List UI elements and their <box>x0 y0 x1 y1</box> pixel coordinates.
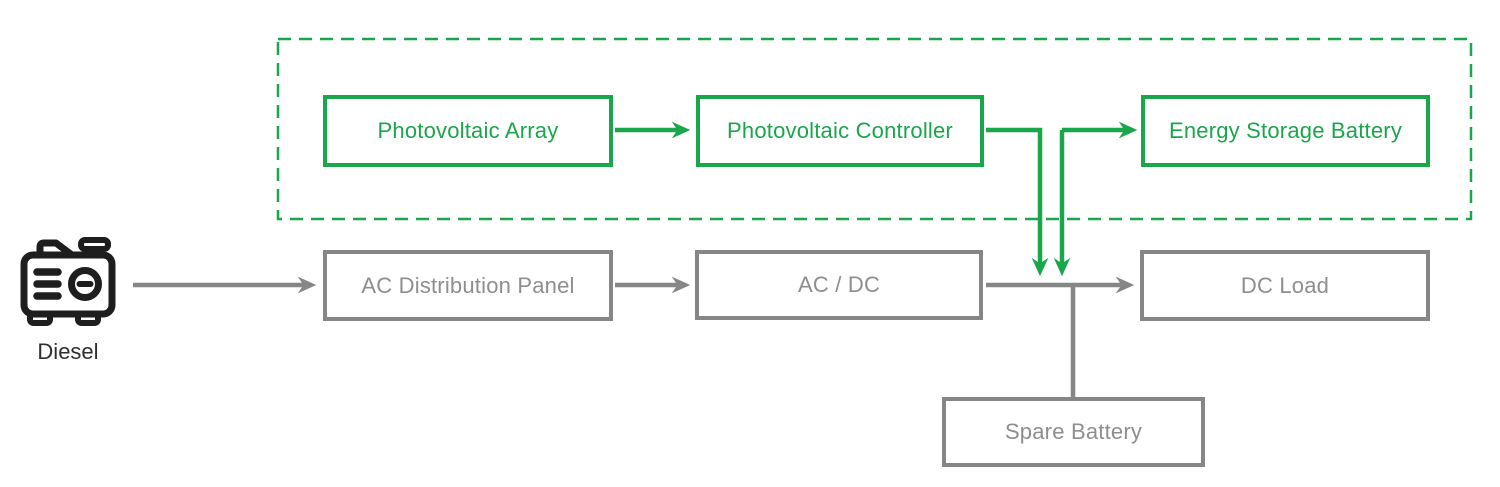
diesel-label: Diesel <box>37 339 99 364</box>
edge-controller-to-bus <box>986 127 1049 277</box>
node-energy-storage-battery: Energy Storage Battery <box>1141 95 1430 167</box>
node-ac-dc: AC / DC <box>695 250 983 320</box>
node-ac-distribution-panel: AC Distribution Panel <box>323 250 613 321</box>
node-diesel: Diesel <box>14 234 122 365</box>
pv-group-outline <box>276 37 1473 221</box>
node-spare-battery: Spare Battery <box>942 397 1205 467</box>
node-photovoltaic-controller: Photovoltaic Controller <box>696 95 984 167</box>
node-photovoltaic-array: Photovoltaic Array <box>323 95 613 167</box>
node-dc-load: DC Load <box>1140 250 1430 321</box>
diesel-generator-icon <box>20 237 116 326</box>
